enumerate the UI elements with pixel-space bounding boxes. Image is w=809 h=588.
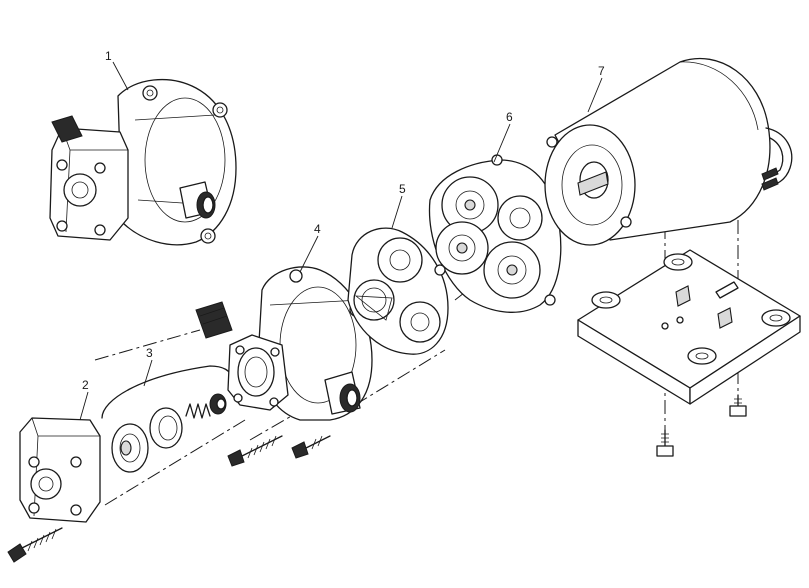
callout-1: 1 <box>105 49 112 63</box>
callout-3: 3 <box>146 346 153 360</box>
part-5-diaphragm <box>347 227 449 355</box>
callout-4: 4 <box>314 222 321 236</box>
callout-5: 5 <box>399 182 406 196</box>
part-4-pump-housing <box>195 266 373 467</box>
callout-7: 7 <box>598 64 605 78</box>
part-1-assembled-pump-head <box>49 78 237 246</box>
callout-numbers: 1 2 3 4 5 6 7 <box>82 49 605 392</box>
part-3-check-valve-set <box>101 365 233 473</box>
part-6-cam-housing <box>428 154 562 313</box>
callout-2: 2 <box>82 378 89 392</box>
part-7-motor <box>544 57 793 246</box>
part-2-front-cover <box>7 417 101 563</box>
callout-6: 6 <box>506 110 513 124</box>
leader-lines <box>79 61 603 421</box>
mounting-base-plate <box>577 249 801 457</box>
